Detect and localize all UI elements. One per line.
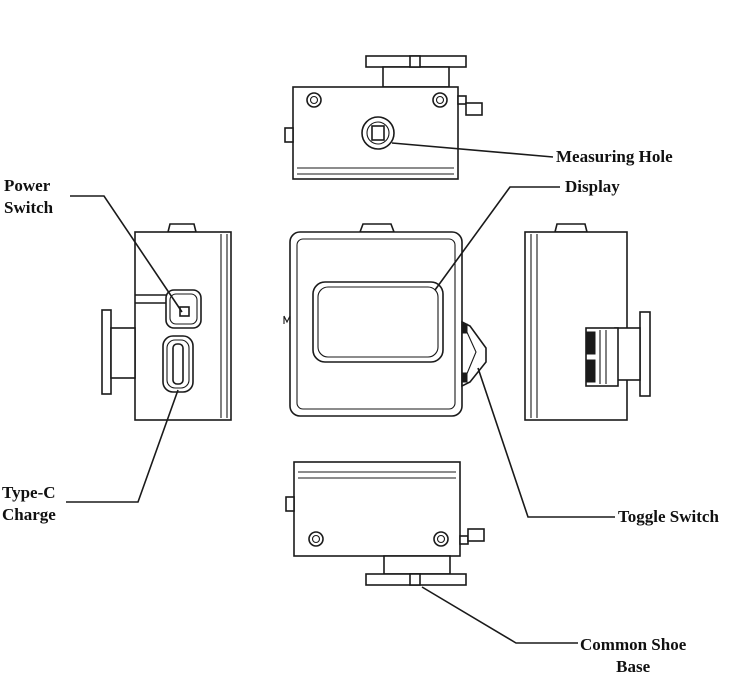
screw-icon — [432, 92, 448, 108]
shoe-base-label: Common Shoe Base — [580, 634, 686, 678]
measuring-hole-label: Measuring Hole — [556, 147, 673, 166]
type-c-label: Type-C Charge — [2, 482, 56, 526]
screw-icon — [433, 531, 449, 547]
screw-icon — [306, 92, 322, 108]
type-c-label-line2: Charge — [2, 505, 56, 524]
power-switch-label-line1: Power — [4, 176, 51, 195]
left-view — [101, 223, 232, 421]
power-switch-label: Power Switch — [4, 175, 53, 219]
toggle-switch-label: Toggle Switch — [618, 507, 719, 526]
front-knob — [358, 223, 396, 233]
left-shoe-plate — [101, 309, 112, 395]
top-view — [284, 55, 483, 180]
type-c-label-line1: Type-C — [2, 483, 56, 502]
display-label: Display — [565, 177, 620, 196]
bottom-view — [285, 461, 485, 586]
screw-icon — [308, 531, 324, 547]
leader-lines — [66, 142, 615, 644]
shoe-base-label-line1: Common Shoe — [580, 635, 687, 654]
front-view — [283, 223, 487, 417]
measuring-hole — [361, 116, 395, 150]
power-switch-label-line2: Switch — [4, 198, 54, 217]
type-c-port[interactable] — [162, 335, 194, 393]
right-body — [524, 231, 628, 421]
display-screen — [312, 281, 444, 363]
toggle-switch[interactable] — [461, 320, 487, 388]
right-shoe-plate — [639, 311, 651, 397]
shoe-base-label-line2: Base — [616, 657, 651, 676]
right-view — [524, 223, 651, 421]
